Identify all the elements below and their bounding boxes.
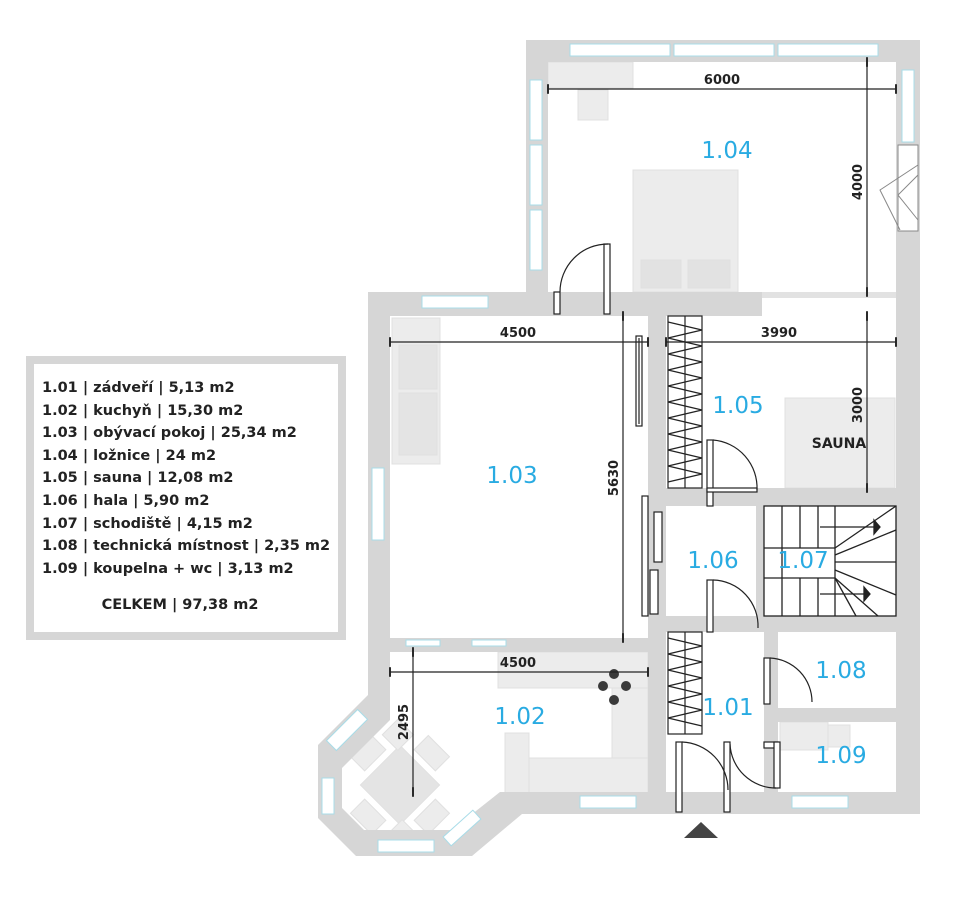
- dimension-3990: 3990: [761, 326, 797, 341]
- window: [529, 79, 543, 141]
- legend-item: 1.03 | obývací pokoj | 25,34 m2: [42, 425, 297, 442]
- sofa-cushion: [398, 392, 438, 456]
- sofa-cushion: [398, 344, 438, 390]
- wall: [666, 488, 896, 506]
- window: [405, 639, 441, 647]
- entrance-arrow-icon: [684, 822, 718, 838]
- bed-pillow-left: [640, 259, 682, 289]
- room-label-1.03: 1.03: [486, 463, 537, 489]
- room-label-1.02: 1.02: [494, 704, 545, 730]
- wall: [756, 488, 764, 632]
- wall: [500, 792, 920, 814]
- legend-item: 1.09 | koupelna + wc | 3,13 m2: [42, 560, 294, 577]
- legend-item: 1.05 | sauna | 12,08 m2: [42, 470, 234, 487]
- legend-item: 1.01 | zádveří | 5,13 m2: [42, 380, 235, 396]
- window: [579, 795, 637, 809]
- window: [421, 295, 489, 309]
- shelving: [667, 315, 703, 735]
- window: [377, 839, 435, 853]
- dimension-4500-kitchen: 4500: [500, 656, 536, 671]
- bed-pillow-right: [687, 259, 731, 289]
- dimension-4000: 4000: [851, 164, 866, 200]
- window: [471, 639, 507, 647]
- room-label-1.07: 1.07: [777, 548, 828, 574]
- room-label-1.08: 1.08: [815, 658, 866, 684]
- legend-item: 1.07 | schodiště | 4,15 m2: [42, 515, 253, 532]
- window: [325, 708, 369, 752]
- room-label-1.04: 1.04: [701, 138, 752, 164]
- legend-item: 1.04 | ložnice | 24 m2: [42, 447, 217, 464]
- room-label-1.09: 1.09: [815, 743, 866, 769]
- window: [791, 795, 849, 809]
- window: [777, 43, 879, 57]
- wall: [762, 292, 896, 298]
- room-label-1.01: 1.01: [702, 695, 753, 721]
- room-legend: 1.01 | zádveří | 5,13 m2 1.02 | kuchyň |…: [26, 356, 346, 640]
- wall: [756, 616, 896, 632]
- bedroom-shelf: [547, 61, 634, 89]
- windows: [321, 43, 915, 853]
- wall: [648, 316, 666, 810]
- legend-list: 1.01 | zádveří | 5,13 m2 1.02 | kuchyň |…: [34, 364, 338, 580]
- window: [569, 43, 671, 57]
- window: [529, 144, 543, 206]
- kitchen-counter-left: [504, 732, 530, 794]
- room-label-1.05: 1.05: [712, 393, 763, 419]
- legend-item: 1.08 | technická místnost | 2,35 m2: [42, 538, 331, 555]
- window: [529, 209, 543, 271]
- dimension-5630: 5630: [607, 460, 622, 496]
- legend-item: 1.02 | kuchyň | 15,30 m2: [42, 402, 244, 419]
- dimension-6000: 6000: [704, 73, 740, 88]
- bedroom-chair: [577, 89, 609, 121]
- dimension-3000: 3000: [851, 387, 866, 423]
- window: [901, 69, 915, 143]
- window: [673, 43, 775, 57]
- legend-total: CELKEM | 97,38 m2: [101, 597, 259, 614]
- doors: [553, 243, 813, 813]
- bedroom-side-door: [879, 144, 919, 232]
- legend-item: 1.06 | hala | 5,90 m2: [42, 492, 210, 509]
- toilet: [827, 724, 851, 748]
- kitchen-counter-bottom: [528, 757, 649, 795]
- room-label-1.06: 1.06: [687, 548, 738, 574]
- wall: [526, 292, 762, 316]
- window: [321, 777, 335, 815]
- dimension-2495: 2495: [397, 704, 412, 740]
- window: [442, 809, 482, 847]
- wall: [764, 708, 896, 722]
- sauna-label: SAUNA: [812, 436, 867, 452]
- window: [371, 467, 385, 541]
- dimension-4500-living: 4500: [500, 326, 536, 341]
- dimension-lines: [389, 57, 897, 797]
- wall: [648, 616, 758, 632]
- stairs: [763, 505, 897, 617]
